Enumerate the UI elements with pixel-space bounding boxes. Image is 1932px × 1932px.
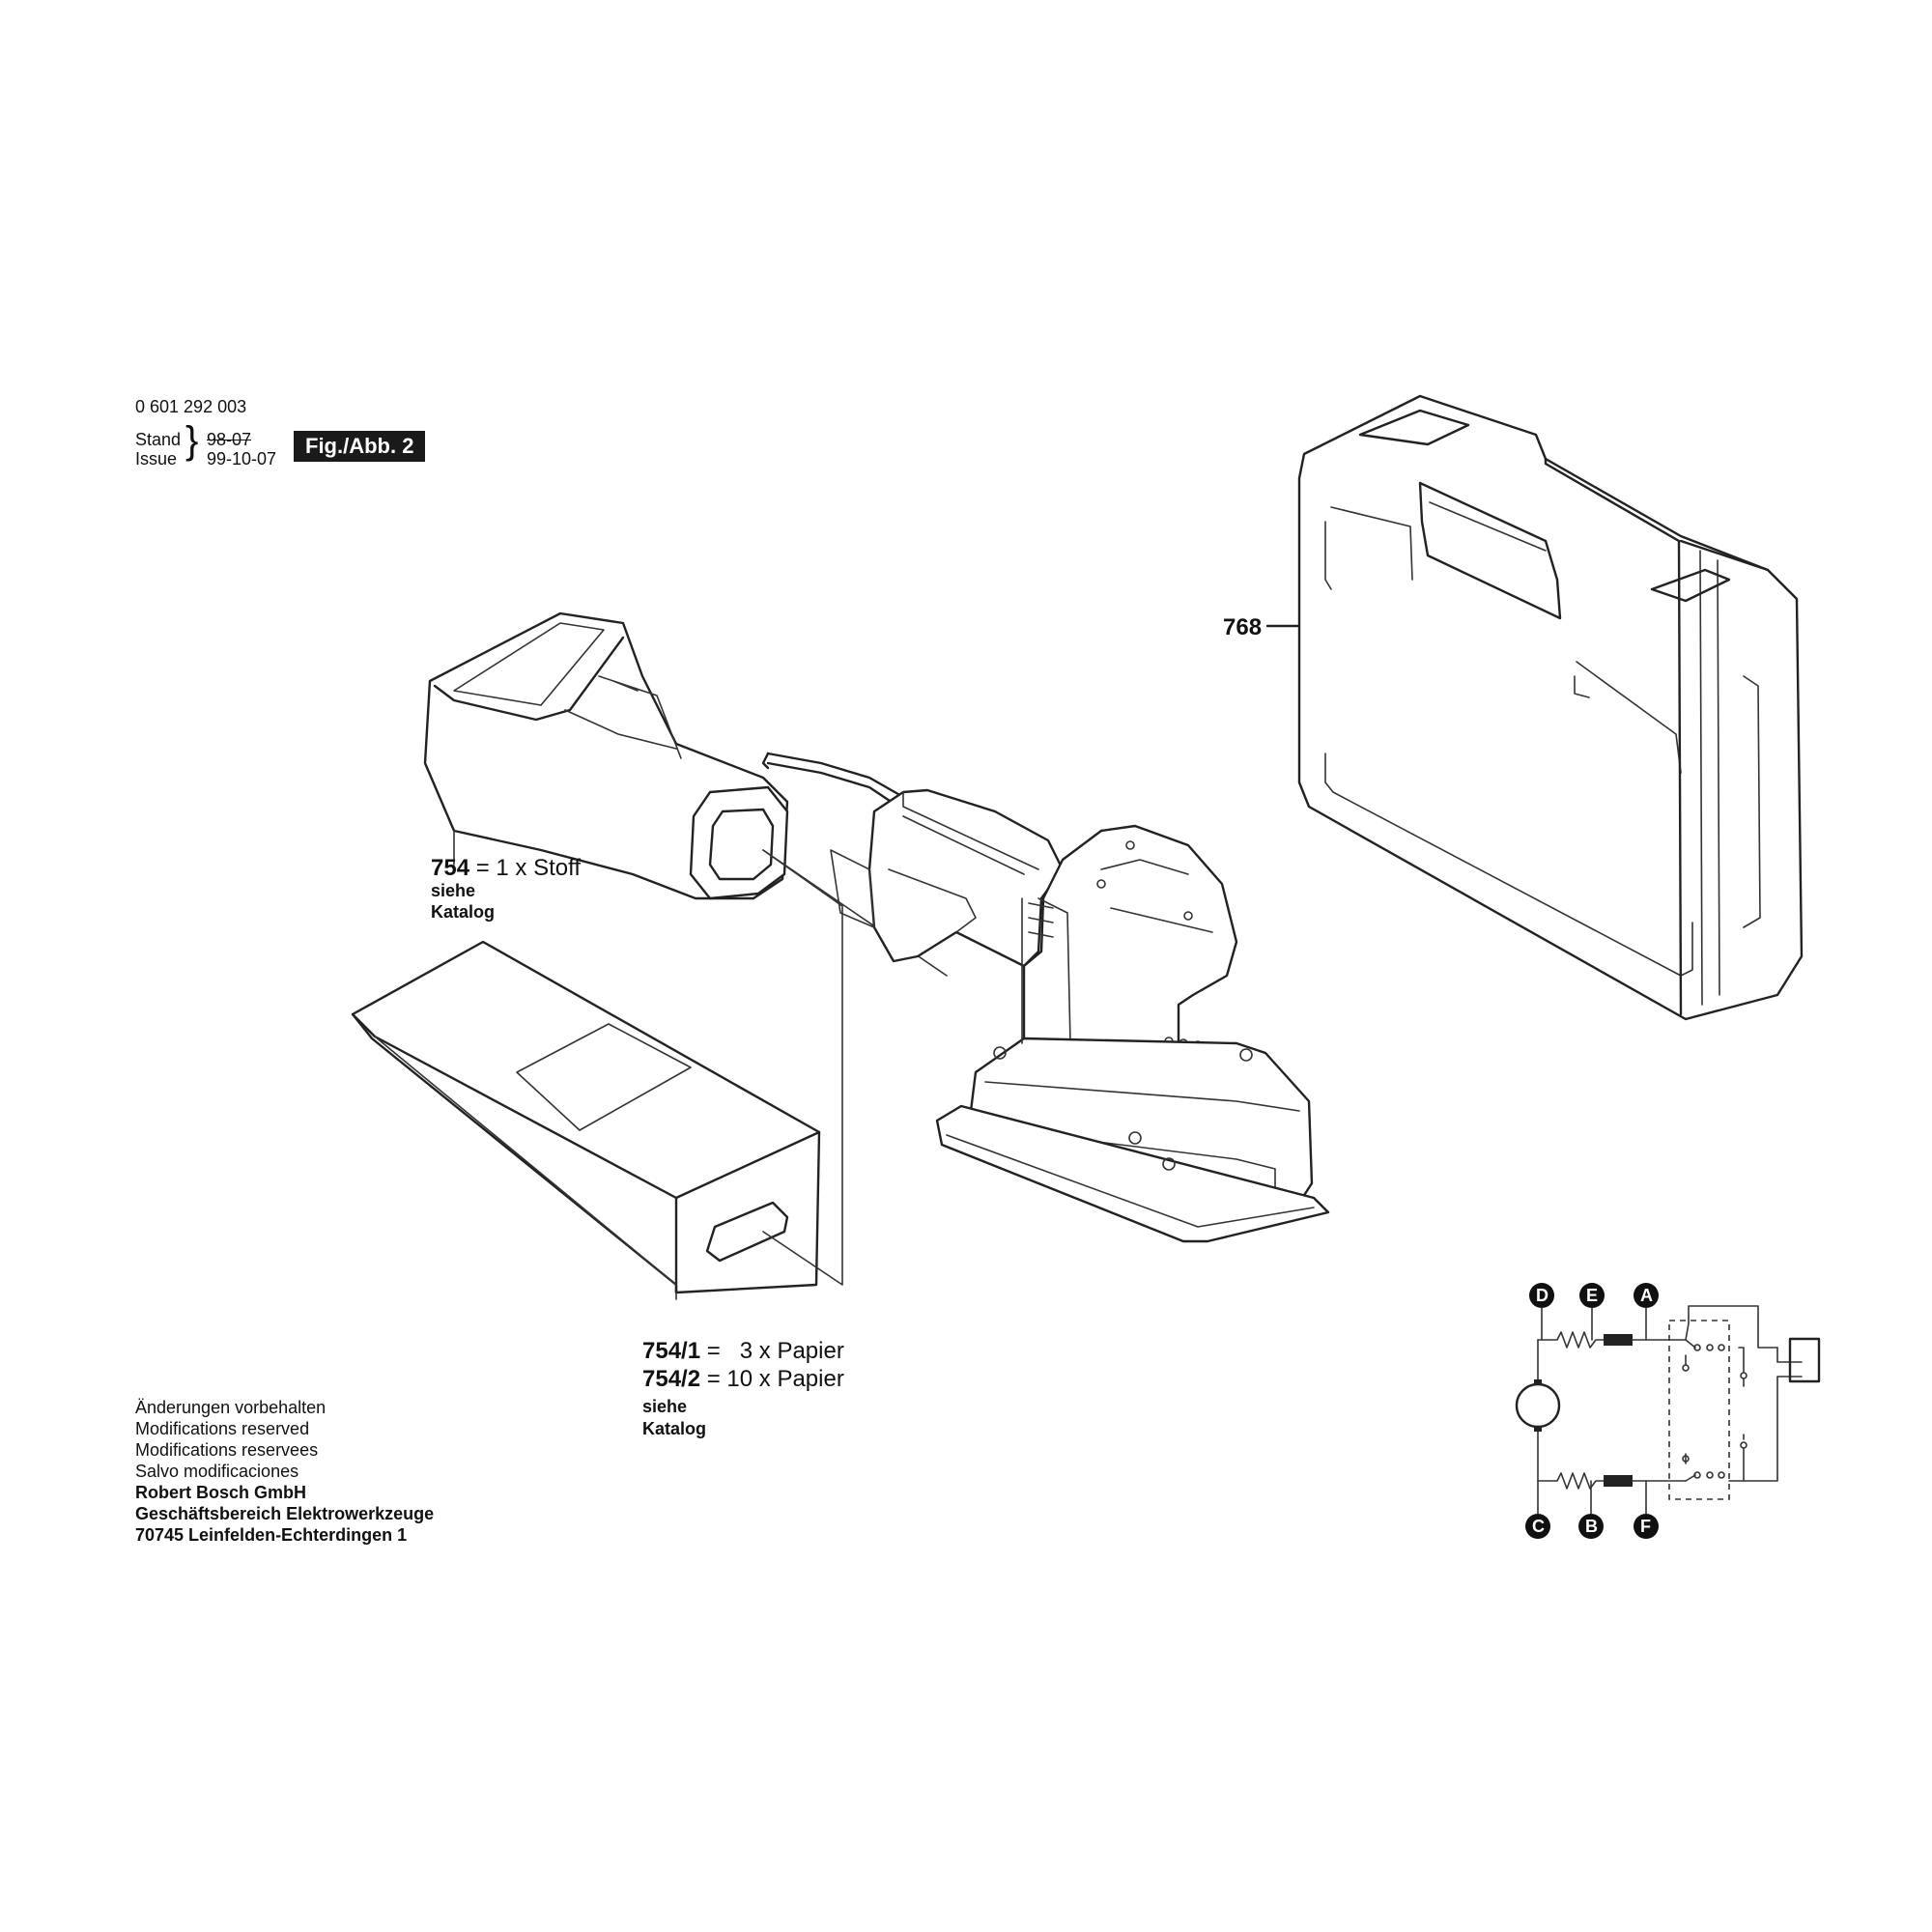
company-address: 70745 Leinfelden-Echterdingen 1: [135, 1525, 408, 1545]
plug-symbol: [1788, 1337, 1821, 1383]
date-brace: }: [185, 419, 199, 462]
node-e-label: E: [1586, 1286, 1598, 1305]
paper-bag-note-2: Katalog: [642, 1419, 707, 1438]
footer-note-en: Modifications reserved: [135, 1419, 310, 1438]
stand-label: Stand: [135, 430, 182, 449]
node-f-badge: [1634, 1514, 1659, 1539]
node-c-label: C: [1532, 1517, 1545, 1536]
node-f-label: F: [1640, 1517, 1651, 1536]
cloth-bag-desc: = 1 x Stoff: [475, 855, 582, 881]
orbital-sander-drawing: [761, 752, 1330, 1243]
label-paper-bag-1: 754/1 = 3 x Papier: [642, 1338, 844, 1365]
node-d-badge: [1529, 1283, 1554, 1308]
node-b-badge: [1578, 1514, 1604, 1539]
paper-bag-desc-2: = 10 x Papier: [706, 1366, 844, 1392]
node-e-badge: [1579, 1283, 1605, 1308]
label-cloth-bag: 754 = 1 x Stoff: [431, 855, 581, 882]
node-a-badge: [1634, 1283, 1659, 1308]
issue-label: Issue: [135, 449, 178, 469]
footer-block: Änderungen vorbehalten Modifications res…: [135, 1397, 434, 1546]
paper-dust-bag-drawing: [351, 940, 821, 1300]
paper-bag-note-1: siehe: [642, 1397, 688, 1416]
issue-date: 99-10-07: [207, 449, 277, 469]
circuit-diagram: D E A C B F: [1515, 1283, 1821, 1539]
node-b-label: B: [1585, 1517, 1598, 1536]
carrying-case-drawing: [1297, 394, 1804, 1021]
paper-bag-ref-1: 754/1: [642, 1338, 701, 1364]
footer-note-de: Änderungen vorbehalten: [135, 1398, 327, 1417]
cloth-dust-bag-drawing: [423, 611, 789, 900]
company-name: Robert Bosch GmbH: [135, 1483, 307, 1502]
label-paper-bag-2: 754/2 = 10 x Papier: [642, 1366, 844, 1393]
paper-bag-desc-1: = 3 x Papier: [706, 1338, 844, 1364]
choke-top: [1604, 1334, 1633, 1346]
cloth-bag-ref: 754: [431, 855, 470, 881]
switch-box: [1668, 1320, 1730, 1500]
figure-badge: Fig./Abb. 2: [294, 431, 426, 462]
motor-symbol: [1515, 1382, 1561, 1429]
label-case-ref: 768: [1223, 614, 1263, 640]
paper-bag-ref-2: 754/2: [642, 1366, 701, 1392]
part-number: 0 601 292 003: [135, 397, 247, 416]
cloth-bag-note-1: siehe: [431, 881, 476, 900]
footer-note-fr: Modifications reservees: [135, 1440, 319, 1460]
node-d-label: D: [1536, 1286, 1548, 1305]
choke-bottom: [1604, 1475, 1633, 1487]
footer-note-es: Salvo modificaciones: [135, 1462, 299, 1481]
node-c-badge: [1525, 1514, 1550, 1539]
node-a-label: A: [1640, 1286, 1653, 1305]
cloth-bag-note-2: Katalog: [431, 902, 496, 922]
company-division: Geschäftsbereich Elektrowerkzeuge: [135, 1504, 435, 1523]
stand-date: 98-07: [207, 430, 252, 449]
